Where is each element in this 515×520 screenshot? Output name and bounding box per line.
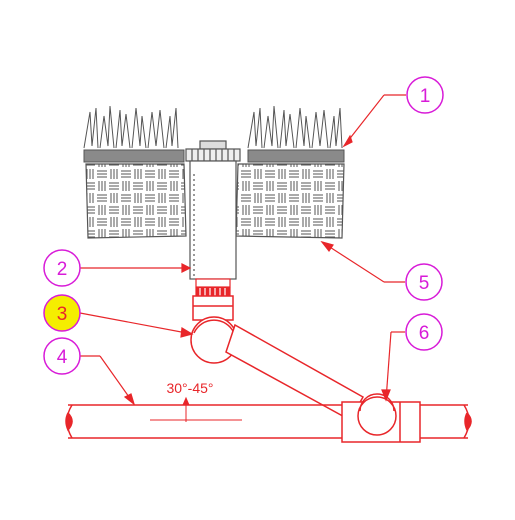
callout-6: 6 [405, 313, 443, 351]
turf-right [247, 105, 343, 149]
lateral-pipe [65, 404, 472, 439]
turf-left [83, 105, 179, 149]
callout-2-label: 2 [57, 259, 68, 280]
callout-3-highlighted: 3 [43, 294, 81, 332]
tee-fitting [341, 393, 421, 443]
callout-4: 4 [43, 337, 81, 375]
soil-bed-right [235, 163, 345, 239]
threaded-inlet [195, 278, 231, 297]
callout-1-label: 1 [420, 86, 431, 107]
callout-1: 1 [406, 76, 444, 114]
soil-bed-left [85, 163, 187, 239]
callout-5-label: 5 [419, 273, 430, 294]
leader-lines [79, 94, 406, 406]
angle-dimension [150, 396, 242, 422]
callout-5: 5 [405, 263, 443, 301]
callout-3-label: 3 [57, 304, 68, 325]
sprinkler-head [185, 140, 241, 280]
angle-label: 30°-45° [166, 380, 213, 396]
turf-thatch-left [83, 149, 185, 163]
callout-6-label: 6 [419, 323, 430, 344]
callout-2: 2 [43, 249, 81, 287]
turf-thatch-right [247, 149, 345, 163]
callout-4-label: 4 [57, 347, 68, 368]
